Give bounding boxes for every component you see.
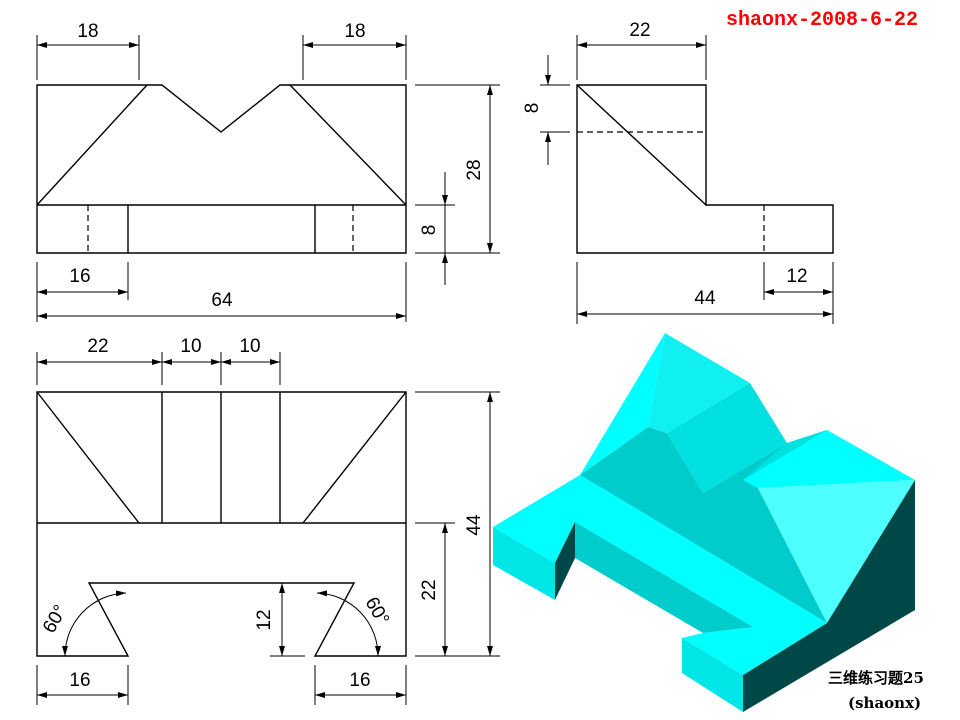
dim-top-mid-width-2: 10 [239, 336, 260, 357]
dim-top-lower-height: 22 [419, 579, 440, 600]
dim-front-height: 28 [464, 159, 485, 180]
dim-front-base-height: 8 [419, 225, 440, 236]
dim-top-bottom-right-width: 16 [349, 670, 370, 691]
dim-top-slot-depth: 12 [254, 609, 275, 630]
author-date-label: shaonx-2008-6-22 [726, 9, 918, 32]
dim-side-top-width: 22 [629, 20, 650, 41]
dim-top-left-width: 22 [87, 336, 108, 357]
exercise-author: (shaonx) [848, 694, 921, 712]
dim-top-total-height: 44 [464, 514, 485, 536]
dim-front-total-width: 64 [211, 290, 233, 311]
front-view: 18 18 16 64 28 8 [36, 21, 500, 322]
exercise-title: 三维练习题25 [828, 669, 924, 687]
top-view: 22 10 10 44 22 12 60° 60° 16 16 [36, 336, 500, 705]
dim-front-top-right: 18 [344, 21, 365, 42]
dim-front-top-left: 18 [77, 21, 98, 42]
dim-side-groove-depth: 8 [522, 103, 543, 114]
dim-top-angle-right: 60° [360, 594, 393, 629]
isometric-model [493, 333, 915, 712]
dim-top-bottom-left-width: 16 [69, 670, 90, 691]
dim-side-total-depth: 44 [694, 288, 716, 309]
dim-side-step-width: 12 [786, 266, 807, 287]
dim-front-slot-offset: 16 [69, 266, 90, 287]
dim-top-mid-width-1: 10 [180, 336, 201, 357]
side-view: 22 8 12 44 [522, 20, 834, 324]
dim-top-angle-left: 60° [39, 602, 72, 637]
